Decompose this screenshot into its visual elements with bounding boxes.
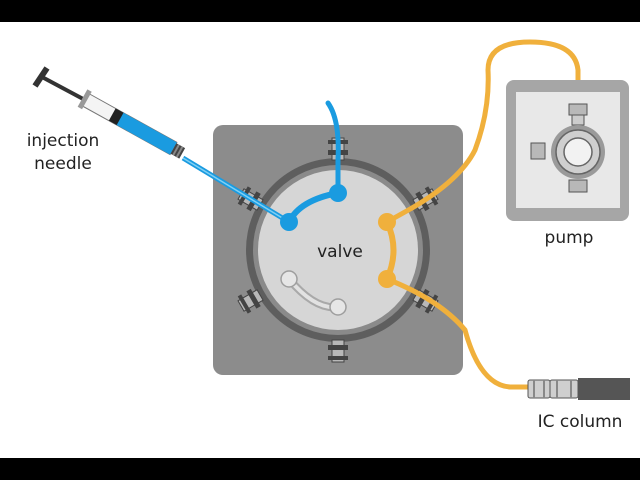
port-lower-right <box>378 270 396 288</box>
waste-line <box>325 100 341 196</box>
column-label: IC column <box>538 412 623 432</box>
pump-outlet-stem <box>571 114 585 126</box>
valve-label: valve <box>317 242 363 262</box>
pump-to-valve-line <box>409 39 581 211</box>
port-bottom <box>329 298 347 316</box>
column-fitting-1 <box>527 379 551 399</box>
column-icon <box>527 378 630 400</box>
pump-left-fitting <box>530 142 546 160</box>
pump-icon <box>506 80 629 221</box>
valve-to-column-line <box>384 276 535 390</box>
valve-fitting-bottom <box>328 339 348 363</box>
pump-piston <box>563 137 593 167</box>
port-top <box>329 184 347 202</box>
six-port-valve-icon <box>213 125 463 375</box>
eluent-path <box>378 39 581 390</box>
needle-label-line2: needle <box>34 154 92 174</box>
pump-outlet-fitting <box>568 103 588 116</box>
needle-label-line1: injection <box>27 131 100 151</box>
column-fitting-2 <box>549 379 579 399</box>
pump-bottom-fitting <box>568 179 588 193</box>
sample-path <box>280 100 347 231</box>
port-upper-right <box>378 213 396 231</box>
pump-label: pump <box>545 228 594 248</box>
valve-fitting-lower-left <box>237 288 264 314</box>
needle-tube-highlight <box>182 157 290 223</box>
syringe-icon <box>32 66 291 225</box>
plunger-thumb <box>32 66 50 88</box>
syringe-barrel <box>77 89 186 159</box>
port-lower-left <box>280 270 298 288</box>
column-body <box>578 378 630 400</box>
port-upper-left <box>280 213 298 231</box>
